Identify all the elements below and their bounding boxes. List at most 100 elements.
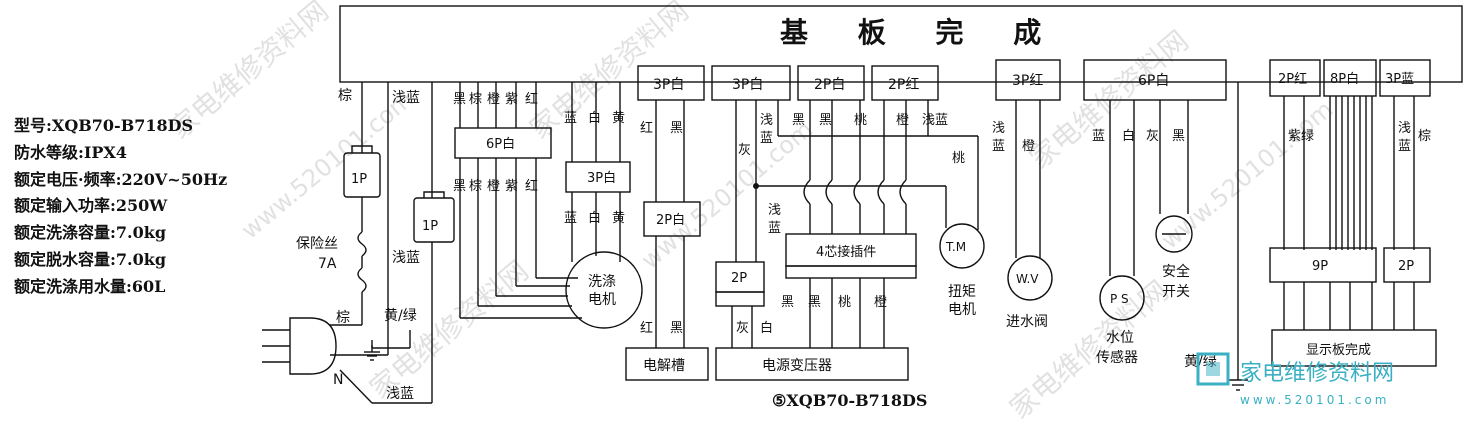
display-board-label: 显示板完成 [1306,343,1371,358]
connector-2p-white-a [797,65,865,101]
neutral-label: N [333,372,343,388]
safety-switch-label: 开关 [1162,284,1190,300]
wire-label: 桃 [854,113,867,128]
site-logo: 家电维修资料网 www.520101.com [1196,352,1394,407]
connector-label: 2P红 [888,77,919,93]
wash-motor-label: 洗涤 [588,274,616,290]
wire-label: 黑 [670,121,683,136]
level-sensor-symbol: P S [1110,292,1129,306]
logo-text: 家电维修资料网 [1240,361,1394,386]
wire-label: 灰 [738,143,751,158]
wire-label: 蓝 [1092,129,1105,144]
connector-label: 3P白 [587,170,616,186]
wash-motor-label: 电机 [588,292,616,308]
main-board [339,5,1463,83]
wire-label: 白 [1122,128,1135,144]
spec-list: 型号:XQB70-B718DS 防水等级:IPX4 额定电压·频率:220V~5… [14,113,304,301]
wire-label: 浅蓝 [386,386,414,402]
connector-2p-red-a [871,65,939,101]
spec-spin-capacity: 额定脱水容量:7.0kg [14,249,167,269]
connector-3p-white-b [711,65,791,101]
wire-label: 红 [640,120,653,136]
wire-label: 浅蓝 [392,90,420,106]
connector-label: 1P [351,172,367,187]
safety-switch-label: 安全 [1162,263,1190,280]
connector-label: 2P [731,271,747,286]
wire-label: 浅 [1398,121,1411,136]
wire-label: 白 [760,320,773,336]
connector-label: 6P白 [486,136,515,152]
wire-label: 黄 [612,111,625,126]
connector-label: 3P白 [732,77,763,93]
wash-motor [565,251,643,329]
spec-wash-capacity: 额定洗涤容量:7.0kg [14,223,167,243]
power-transformer [715,347,909,381]
main-board-title: 基 板 完 成 [780,16,1061,49]
torque-motor-label: 电机 [948,302,976,318]
watermark-url: www.520101.com [636,115,819,275]
wire-label: 紫绿 [1288,129,1314,144]
wire-label: 黑 [781,295,794,310]
wire-label: 橙 [487,179,500,194]
connector-2p-right [1383,247,1431,283]
connector-8p-white [1323,59,1377,97]
wire-label: 蓝 [564,111,577,126]
wire-label: 紫 [505,92,518,107]
wire-labels-6p-top: 黑 棕 橙 紫 红 [453,91,538,107]
wire-label: 黄 [612,211,625,226]
connector-label: 2P白 [656,212,685,228]
spec-voltage: 额定电压·频率:220V~50Hz [14,169,228,189]
wire-label: 黑 [453,179,466,194]
watermark-url: www.520101.com [1156,95,1339,255]
spec-power: 额定输入功率:250W [14,196,168,216]
wire-label: 浅蓝 [392,250,420,266]
connector-3p-blue [1379,59,1431,97]
spec-water-usage: 额定洗涤用水量:60L [14,276,166,296]
wire-label: 紫 [505,179,518,194]
connector-label: 1P [422,219,438,234]
connector-6p-white-mid [454,127,552,159]
wire-labels-6p-bottom: 黑 棕 橙 紫 红 [453,178,538,194]
wire-label: 棕 [338,88,352,104]
junction-dot [753,183,759,189]
wire-label: 黄/绿 [384,307,417,324]
connector-1p-mid [413,197,455,243]
wire-label: 红 [640,320,653,336]
transformer-label: 电源变压器 [762,358,832,374]
wire-label: 桃 [952,151,965,166]
connector-9p [1269,247,1377,283]
spec-waterproof: 防水等级:IPX4 [14,142,127,162]
wire-labels-3p-top: 蓝 白 黄 [564,110,625,126]
connector-3p-white-mid [565,161,631,193]
wire-label: 红 [525,178,538,194]
connector-3p-white-a [637,65,705,101]
watermark-text: 家电维修资料网 [523,0,694,145]
safety-switch [1155,215,1193,253]
connector-6p-white-top [1083,59,1227,101]
water-valve-label: 进水阀 [1006,314,1048,330]
wire-label: 橙 [874,295,887,310]
torque-motor-symbol: T.M [945,240,966,254]
water-inlet-valve [1007,255,1053,301]
watermark-text: 家电维修资料网 [1003,274,1174,425]
wire-label: 蓝 [564,211,577,226]
wire-label: 黑 [670,321,683,336]
display-board [1271,329,1437,367]
spec-model: 型号:XQB70-B718DS [14,116,194,135]
wire-label: 橙 [1022,139,1035,154]
torque-motor-label: 扭矩 [948,284,976,300]
wire-label: 黑 [453,92,466,107]
torque-motor [939,223,985,269]
wire-label: 浅 [760,113,773,128]
wire-labels-3p-bottom: 蓝 白 黄 [564,210,625,226]
connector-label: 2P [1398,259,1414,274]
power-plug [289,317,337,375]
wire-label: 蓝 [760,131,773,146]
wire-label: 蓝 [992,139,1005,154]
watermark-text: 家电维修资料网 [363,254,534,405]
wire-label: 白 [588,210,601,226]
wire-label: 蓝 [768,221,781,236]
wire-label: 蓝 [1398,139,1411,154]
fuse-label: 保险丝 [296,236,338,252]
